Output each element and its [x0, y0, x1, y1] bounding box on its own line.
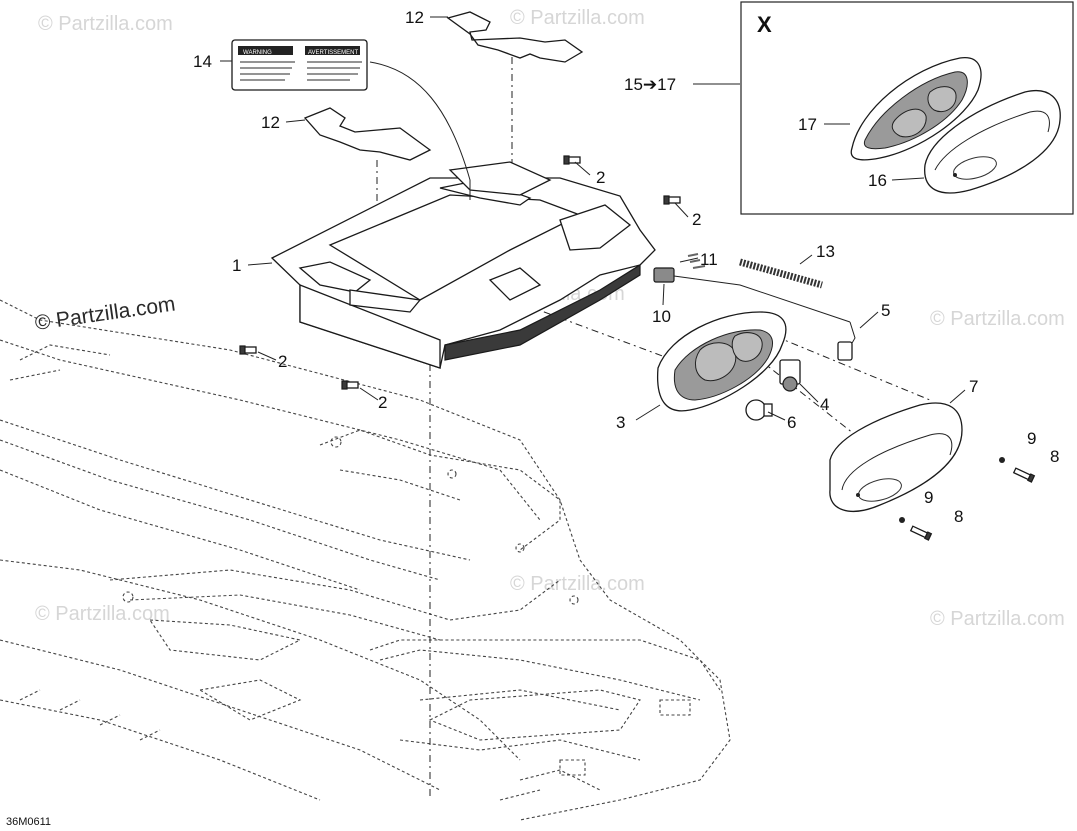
- part-decal-14: WARNING AVERTISSEMENT: [231, 39, 368, 91]
- callout-10: 10: [652, 307, 671, 326]
- callout-8-lower: 8: [954, 507, 963, 526]
- part-bulb-6: [745, 399, 773, 421]
- inset-letter: X: [757, 12, 772, 37]
- watermark: © Partzilla.com: [510, 573, 645, 595]
- callout-4: 4: [820, 395, 829, 414]
- part-housing-3: [656, 311, 787, 412]
- callout-6: 6: [787, 413, 796, 432]
- leader-line: [369, 61, 471, 200]
- callout-range-15-17: 15➔17: [624, 75, 676, 94]
- decal-title-left: WARNING: [243, 50, 272, 56]
- screws-2: [239, 155, 681, 390]
- part-lens-7: [829, 402, 963, 512]
- callout-11: 11: [700, 250, 718, 269]
- callout-leaders: [220, 16, 966, 421]
- callout-16: 16: [868, 171, 887, 190]
- callout-2-top: 2: [596, 168, 605, 187]
- callout-14: 14: [193, 52, 212, 71]
- watermark: © Partzilla.com: [35, 603, 170, 625]
- part-rack-1: [270, 161, 656, 369]
- watermark: © Partzilla.com: [930, 608, 1065, 630]
- part-socket-4: [779, 359, 801, 392]
- callout-12-lower: 12: [261, 113, 280, 132]
- watermark: © Partzilla.com: [510, 7, 645, 29]
- callout-3: 3: [616, 413, 625, 432]
- part-socket-5: [837, 321, 856, 361]
- part-spring-13: [739, 258, 823, 289]
- callout-8-upper: 8: [1050, 447, 1059, 466]
- callout-labels: 12 14 12 1 2 2 2 2 15➔17 17 16 11 10 13 …: [193, 8, 1059, 526]
- watermark: © Partzilla.com: [38, 13, 173, 35]
- screws-8-9: [899, 457, 1036, 541]
- callout-2-right: 2: [692, 210, 701, 229]
- callout-9-lower: 9: [924, 488, 933, 507]
- callout-5: 5: [881, 301, 890, 320]
- part-connector-10-11: [653, 253, 851, 323]
- diagram-code: 36M0611: [6, 816, 51, 828]
- callout-9-upper: 9: [1027, 429, 1036, 448]
- callout-2-left: 2: [278, 352, 287, 371]
- callout-12-upper: 12: [405, 8, 424, 27]
- watermark-main: © Partzilla.com: [33, 292, 176, 334]
- callout-17: 17: [798, 115, 817, 134]
- chassis-frame: [0, 299, 731, 821]
- callout-2-bottom: 2: [378, 393, 387, 412]
- callout-7: 7: [969, 377, 978, 396]
- callout-13: 13: [816, 242, 835, 261]
- callout-1: 1: [232, 256, 241, 275]
- decal-title-right: AVERTISSEMENT: [308, 50, 358, 56]
- inset-box: X: [740, 1, 1074, 215]
- part-pad-12: [303, 11, 584, 161]
- watermark: © Partzilla.com: [930, 308, 1065, 330]
